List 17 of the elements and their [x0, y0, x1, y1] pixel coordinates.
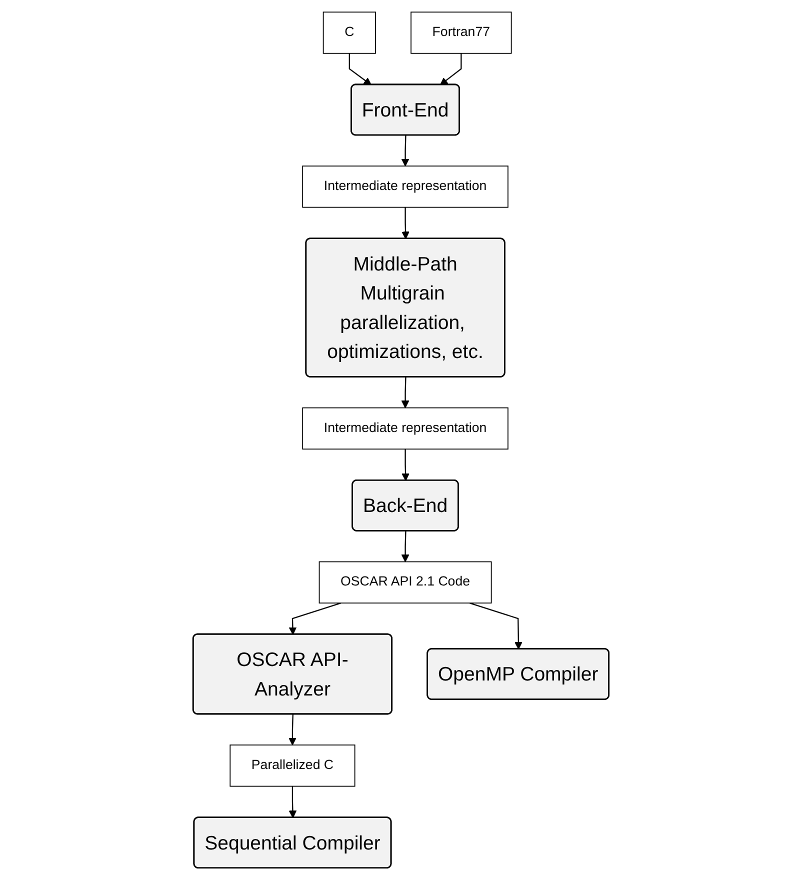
arrow [348, 52, 372, 85]
arrow [288, 786, 297, 818]
arrow [402, 448, 410, 480]
arrow [288, 714, 296, 745]
arrow [440, 52, 462, 85]
node-box: C [322, 11, 376, 54]
node-box: OSCAR API 2.1 Code [318, 560, 492, 603]
arrow [402, 206, 410, 239]
arrow [401, 376, 410, 408]
arrow [470, 602, 522, 650]
node-box: Intermediate representation [302, 165, 508, 208]
arrow [288, 602, 342, 634]
node-box: Fortran77 [410, 11, 512, 54]
arrow [401, 134, 410, 166]
node-box: Parallelized C [230, 744, 356, 786]
node-box: Intermediate representation [302, 406, 508, 450]
arrow [401, 530, 410, 562]
